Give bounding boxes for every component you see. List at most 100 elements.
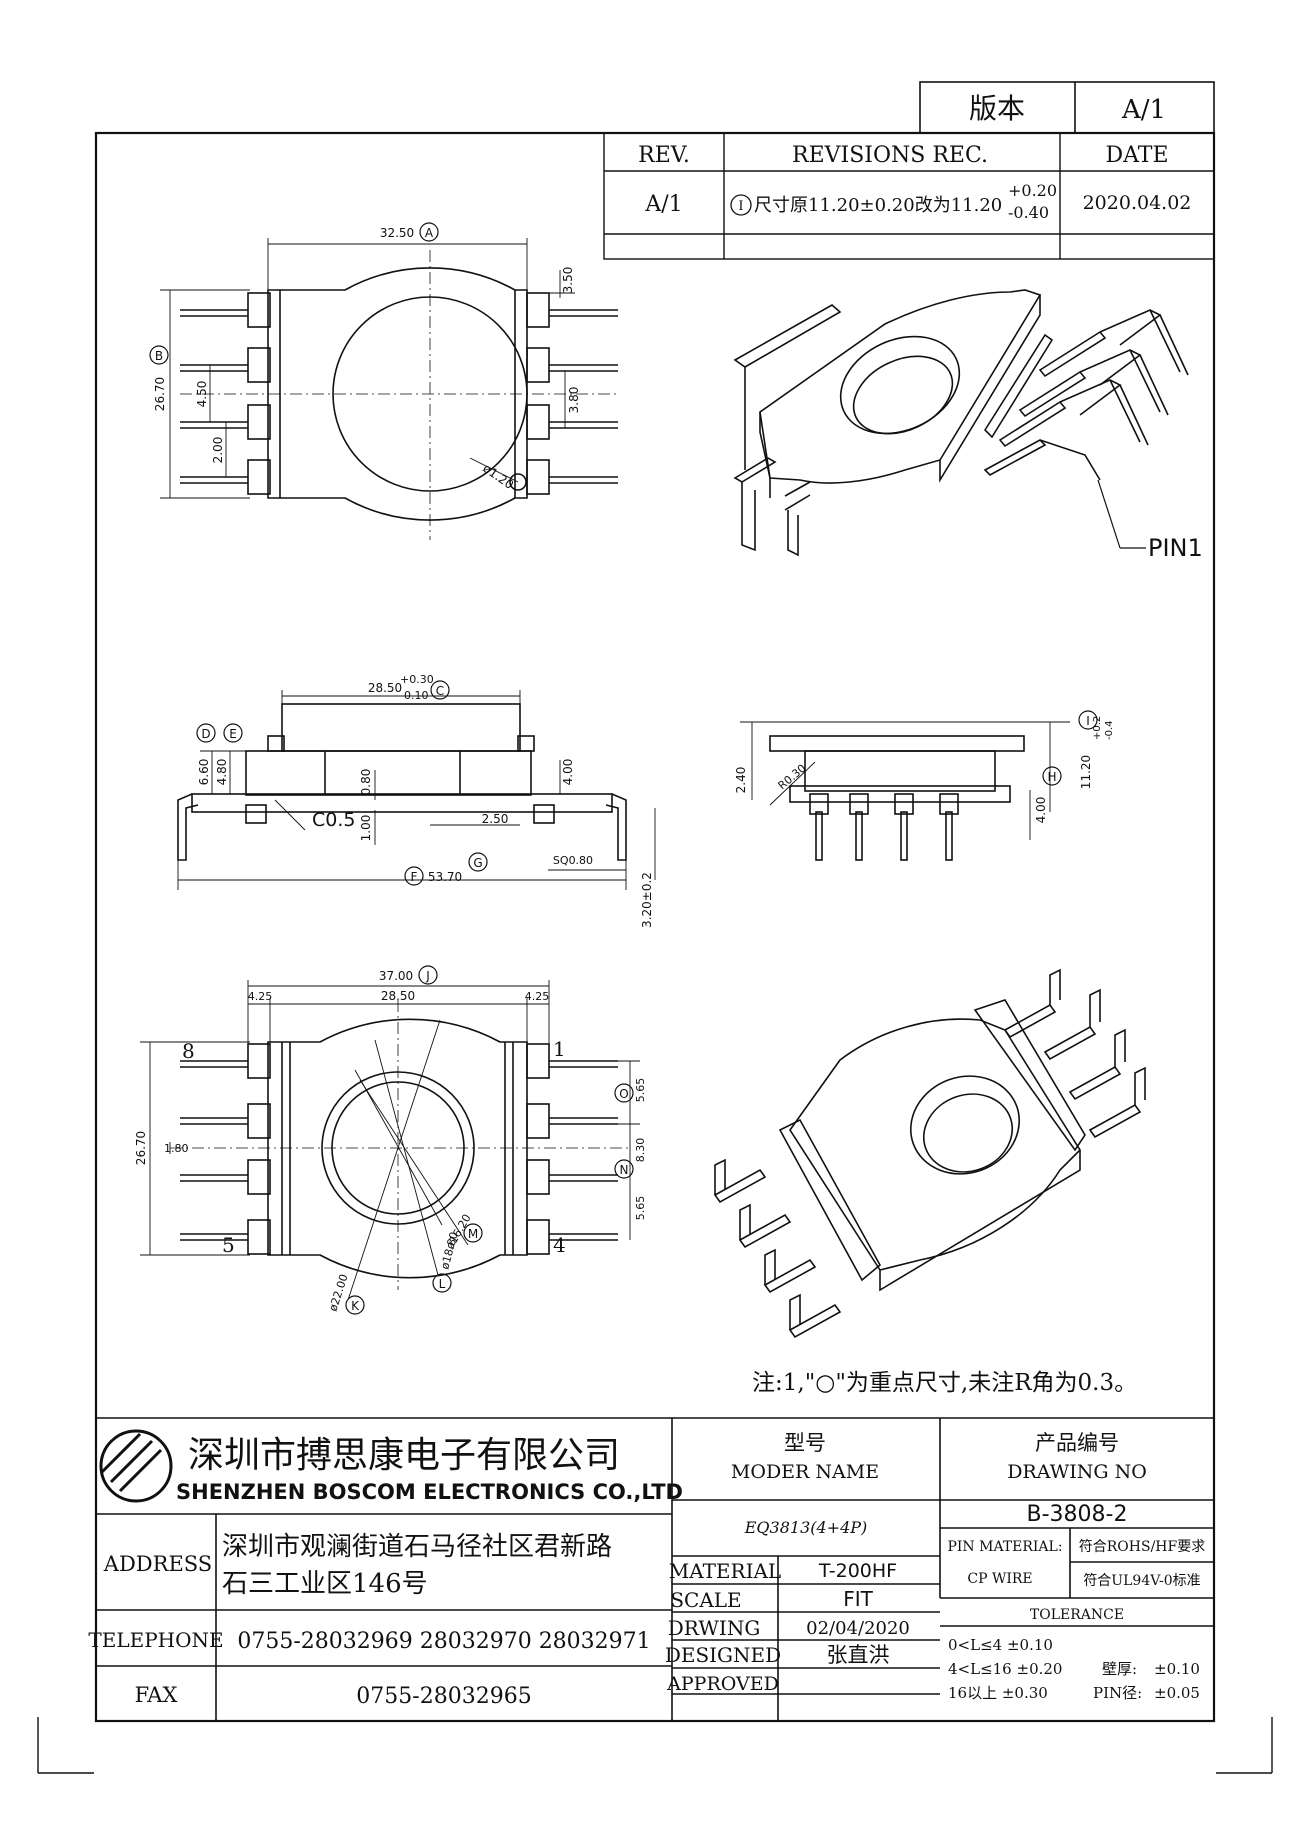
mark-g-circle [468,852,488,872]
revision-mark: I [738,199,743,214]
designed-label: DESIGNED [665,1643,781,1667]
dim-h-body: 4.80 [215,759,229,786]
mark-k: K [351,1299,360,1313]
mark-c-circle [430,680,450,700]
dim-width-top: 32.50 [380,226,414,240]
scale-label: SCALE [670,1588,741,1612]
model-label-cn: 型号 [784,1431,826,1455]
pin-material-value: CP WIRE [967,1571,1032,1587]
pin-label-5: 5 [222,1233,235,1257]
mark-d-circle [196,723,216,743]
mark-e-circle [223,723,243,743]
address-line2: 石三工业区146号 [222,1569,428,1599]
wall-label: 壁厚: [1102,1660,1137,1678]
rec-header: REVISIONS REC. [792,143,988,168]
mark-h: H [1047,770,1056,784]
rev-header: REV. [638,143,690,168]
company-name-cn: 深圳市搏思康电子有限公司 [188,1435,620,1476]
company-logo [99,1429,173,1503]
revision-mark-circle [730,194,752,216]
pin1-leader [1097,479,1121,549]
corner-marks [37,1717,1273,1774]
mark-b-circle [149,345,169,365]
dim-top-tol-plus: +0.30 [400,673,434,686]
rev-value: A/1 [644,192,682,217]
mark-m-circle [463,1223,483,1243]
dim-pitch-right: 3.80 [567,387,581,414]
mark-a-circle [419,222,439,242]
ul-compliance: 符合UL94V-0标准 [1083,1573,1200,1589]
mark-m: M [468,1227,478,1241]
bottom-view-dims [140,980,640,1301]
mark-h-circle [1042,766,1062,786]
dim-side-left: 4.25 [248,990,273,1003]
version-label: 版本 [969,92,1025,125]
dim-pitch-left: 4.50 [195,381,209,408]
dim-hole: ø1.20 [480,461,516,492]
drawing-no: B-3808-2 [1027,1502,1128,1527]
pin-label-8: 8 [182,1039,195,1063]
pin-label-1: 1 [553,1037,566,1061]
revisions-table [603,132,1215,260]
top-view-center-lines [180,250,620,540]
mark-d: D [201,727,210,741]
mark-o-circle [614,1083,634,1103]
dim-height-bottom: 26.70 [134,1131,148,1165]
top-view-dimensions [160,238,575,499]
end-view [769,735,1025,861]
dim-height-top: 26.70 [153,377,167,411]
iso-view-2 [713,968,1146,1339]
version-value: A/1 [1121,95,1166,125]
dim-end-angle: R0.30 [776,762,809,793]
telephone-label: TELEPHONE [88,1628,223,1652]
pin-dia-value: ±0.05 [1154,1684,1200,1702]
mark-i: I [1086,714,1090,728]
mark-b: B [155,349,163,363]
rohs-compliance: 符合ROHS/HF要求 [1079,1539,1205,1555]
mark-g: G [473,856,482,870]
dim-bottom-pitch: 5.65 [634,1196,647,1221]
dim-middle: 28.50 [381,989,415,1003]
dim-tab-right: 3.50 [561,267,575,294]
side-view-dims [177,690,656,890]
dim-offset-left: 2.00 [211,437,225,464]
drawing-date: 02/04/2020 [806,1618,910,1639]
mark-j: J [425,969,430,983]
dim-top-tol-minus: -0.10 [400,689,428,702]
dim-pin-sq: SQ0.80 [553,854,593,867]
material-value: T-200HF [818,1560,897,1582]
address-label: ADDRESS [103,1552,212,1576]
mark-c: C [436,684,444,698]
bottom-view [180,1018,618,1279]
pin-dia-label: PIN径: [1093,1684,1142,1702]
fax-label: FAX [135,1683,178,1707]
dim-h-mid: 0.80 [359,769,373,796]
model-label-en: MODER NAME [731,1461,879,1483]
pin-label-4: 4 [553,1233,566,1257]
mark-e: E [229,727,237,741]
chamfer-label: C0.5 [312,809,355,831]
pin-material-label: PIN MATERIAL: [947,1539,1062,1555]
telephone-value: 0755-28032969 28032970 28032971 [237,1629,650,1654]
dim-top-width-side: 28.50 [368,681,402,695]
top-view [180,267,618,521]
dim-end-tol-plus: +0.2 [1092,716,1103,740]
dim-end-height: 11.20 [1079,755,1093,789]
dim-end-tol-minus: -0.4 [1104,720,1115,740]
dim-h-base: 1.00 [359,815,373,842]
date-header: DATE [1105,143,1168,168]
drawing-label: DRWING [668,1616,761,1640]
dim-h-total: 6.60 [197,759,211,786]
dim-overall: 53.70 [428,870,462,884]
revision-tol-minus: -0.40 [1008,203,1049,222]
version-box [919,81,1215,134]
dim-side-right: 4.25 [525,990,550,1003]
dim-width-bottom: 37.00 [379,969,413,983]
drawing-note: 注:1,"○"为重点尺寸,未注R角为0.3。 [752,1370,1137,1396]
dim-step: 2.50 [482,812,509,826]
mark-l-circle [432,1273,452,1293]
tol-1: 0<L≤4 ±0.10 [948,1636,1053,1654]
iso-view-1 [733,289,1189,557]
approved-label: APPROVED [666,1673,779,1695]
